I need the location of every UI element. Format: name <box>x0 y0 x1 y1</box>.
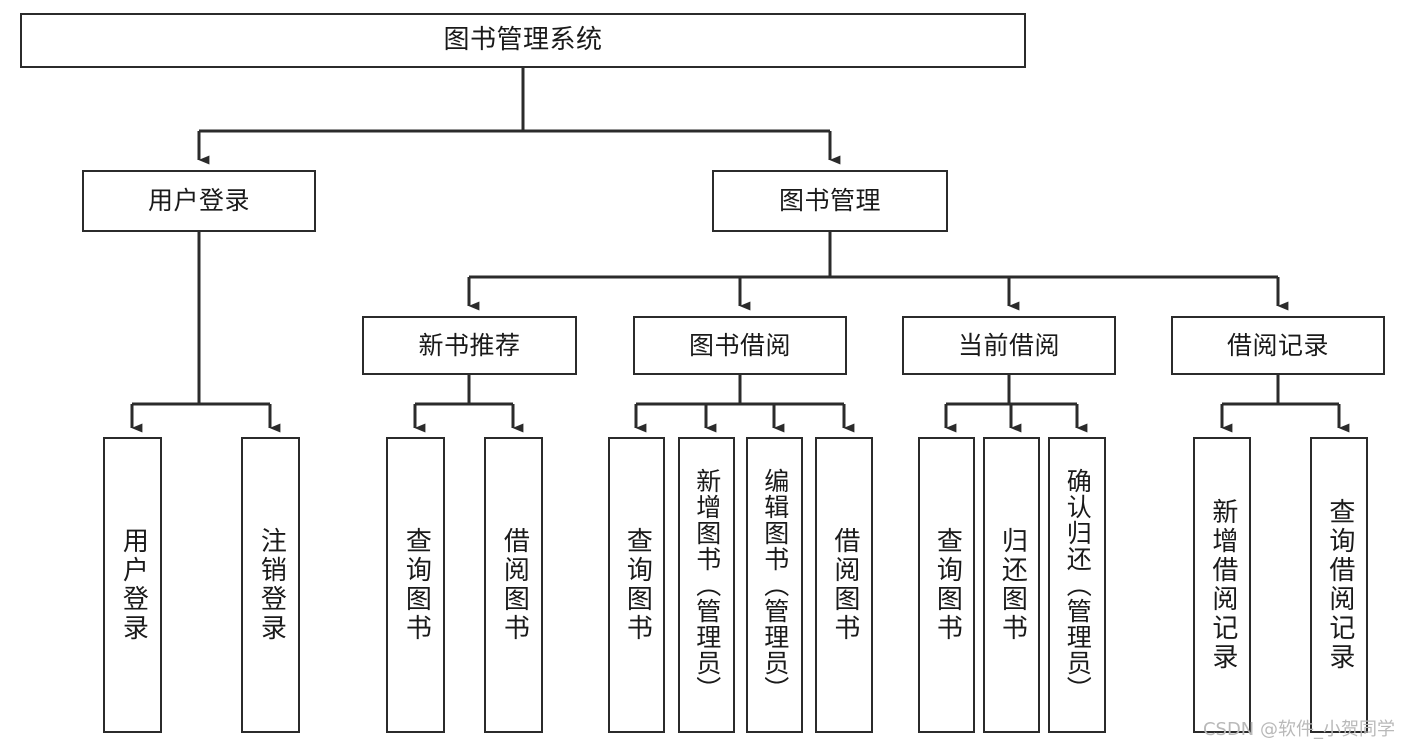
node-label: 用户登录 <box>147 186 250 215</box>
node-user-login[interactable]: 用户登录 <box>82 170 316 232</box>
node-leaf-return-book[interactable]: 归还图书 <box>983 437 1040 733</box>
node-label: 确认归还（管理员） <box>1063 468 1093 702</box>
node-label: 查询图书 <box>932 527 963 643</box>
node-leaf-user-login[interactable]: 用户登录 <box>103 437 162 733</box>
node-borrow-record[interactable]: 借阅记录 <box>1171 316 1385 375</box>
node-label: 借阅图书 <box>829 527 860 643</box>
node-label: 新增图书（管理员） <box>692 468 722 702</box>
node-leaf-add-borrow-record[interactable]: 新增借阅记录 <box>1193 437 1251 733</box>
csdn-watermark: CSDN @软件_小贺同学 <box>1202 719 1395 740</box>
node-label: 归还图书 <box>997 527 1028 643</box>
node-leaf-query-book-newbook[interactable]: 查询图书 <box>386 437 445 733</box>
node-leaf-query-book-current[interactable]: 查询图书 <box>918 437 975 733</box>
node-leaf-query-borrow-record[interactable]: 查询借阅记录 <box>1310 437 1368 733</box>
node-leaf-logout[interactable]: 注销登录 <box>241 437 300 733</box>
node-label: 图书管理 <box>778 186 881 215</box>
node-leaf-borrow-book-newbook[interactable]: 借阅图书 <box>484 437 543 733</box>
node-label: 注销登录 <box>256 527 287 643</box>
node-label: 图书管理系统 <box>443 24 603 55</box>
node-label: 新增借阅记录 <box>1207 498 1238 672</box>
node-leaf-confirm-return-admin[interactable]: 确认归还（管理员） <box>1048 437 1106 733</box>
node-book-management[interactable]: 图书管理 <box>712 170 948 232</box>
node-label: 查询图书 <box>401 527 432 643</box>
node-label: 借阅记录 <box>1226 330 1329 360</box>
node-leaf-lend-book[interactable]: 借阅图书 <box>815 437 873 733</box>
node-label: 当前借阅 <box>957 330 1060 360</box>
node-book-borrow[interactable]: 图书借阅 <box>633 316 847 375</box>
node-leaf-query-book-borrow[interactable]: 查询图书 <box>608 437 665 733</box>
node-current-borrow[interactable]: 当前借阅 <box>902 316 1116 375</box>
node-label: 编辑图书（管理员） <box>760 468 790 702</box>
node-root-system[interactable]: 图书管理系统 <box>20 13 1026 68</box>
node-label: 新书推荐 <box>418 330 521 360</box>
node-label: 查询图书 <box>622 527 653 643</box>
node-label: 查询借阅记录 <box>1324 498 1355 672</box>
node-leaf-add-book-admin[interactable]: 新增图书（管理员） <box>678 437 735 733</box>
node-label: 借阅图书 <box>499 527 530 643</box>
node-label: 图书借阅 <box>688 330 791 360</box>
node-leaf-edit-book-admin[interactable]: 编辑图书（管理员） <box>746 437 803 733</box>
node-new-book-recommend[interactable]: 新书推荐 <box>362 316 577 375</box>
node-label: 用户登录 <box>118 527 149 643</box>
